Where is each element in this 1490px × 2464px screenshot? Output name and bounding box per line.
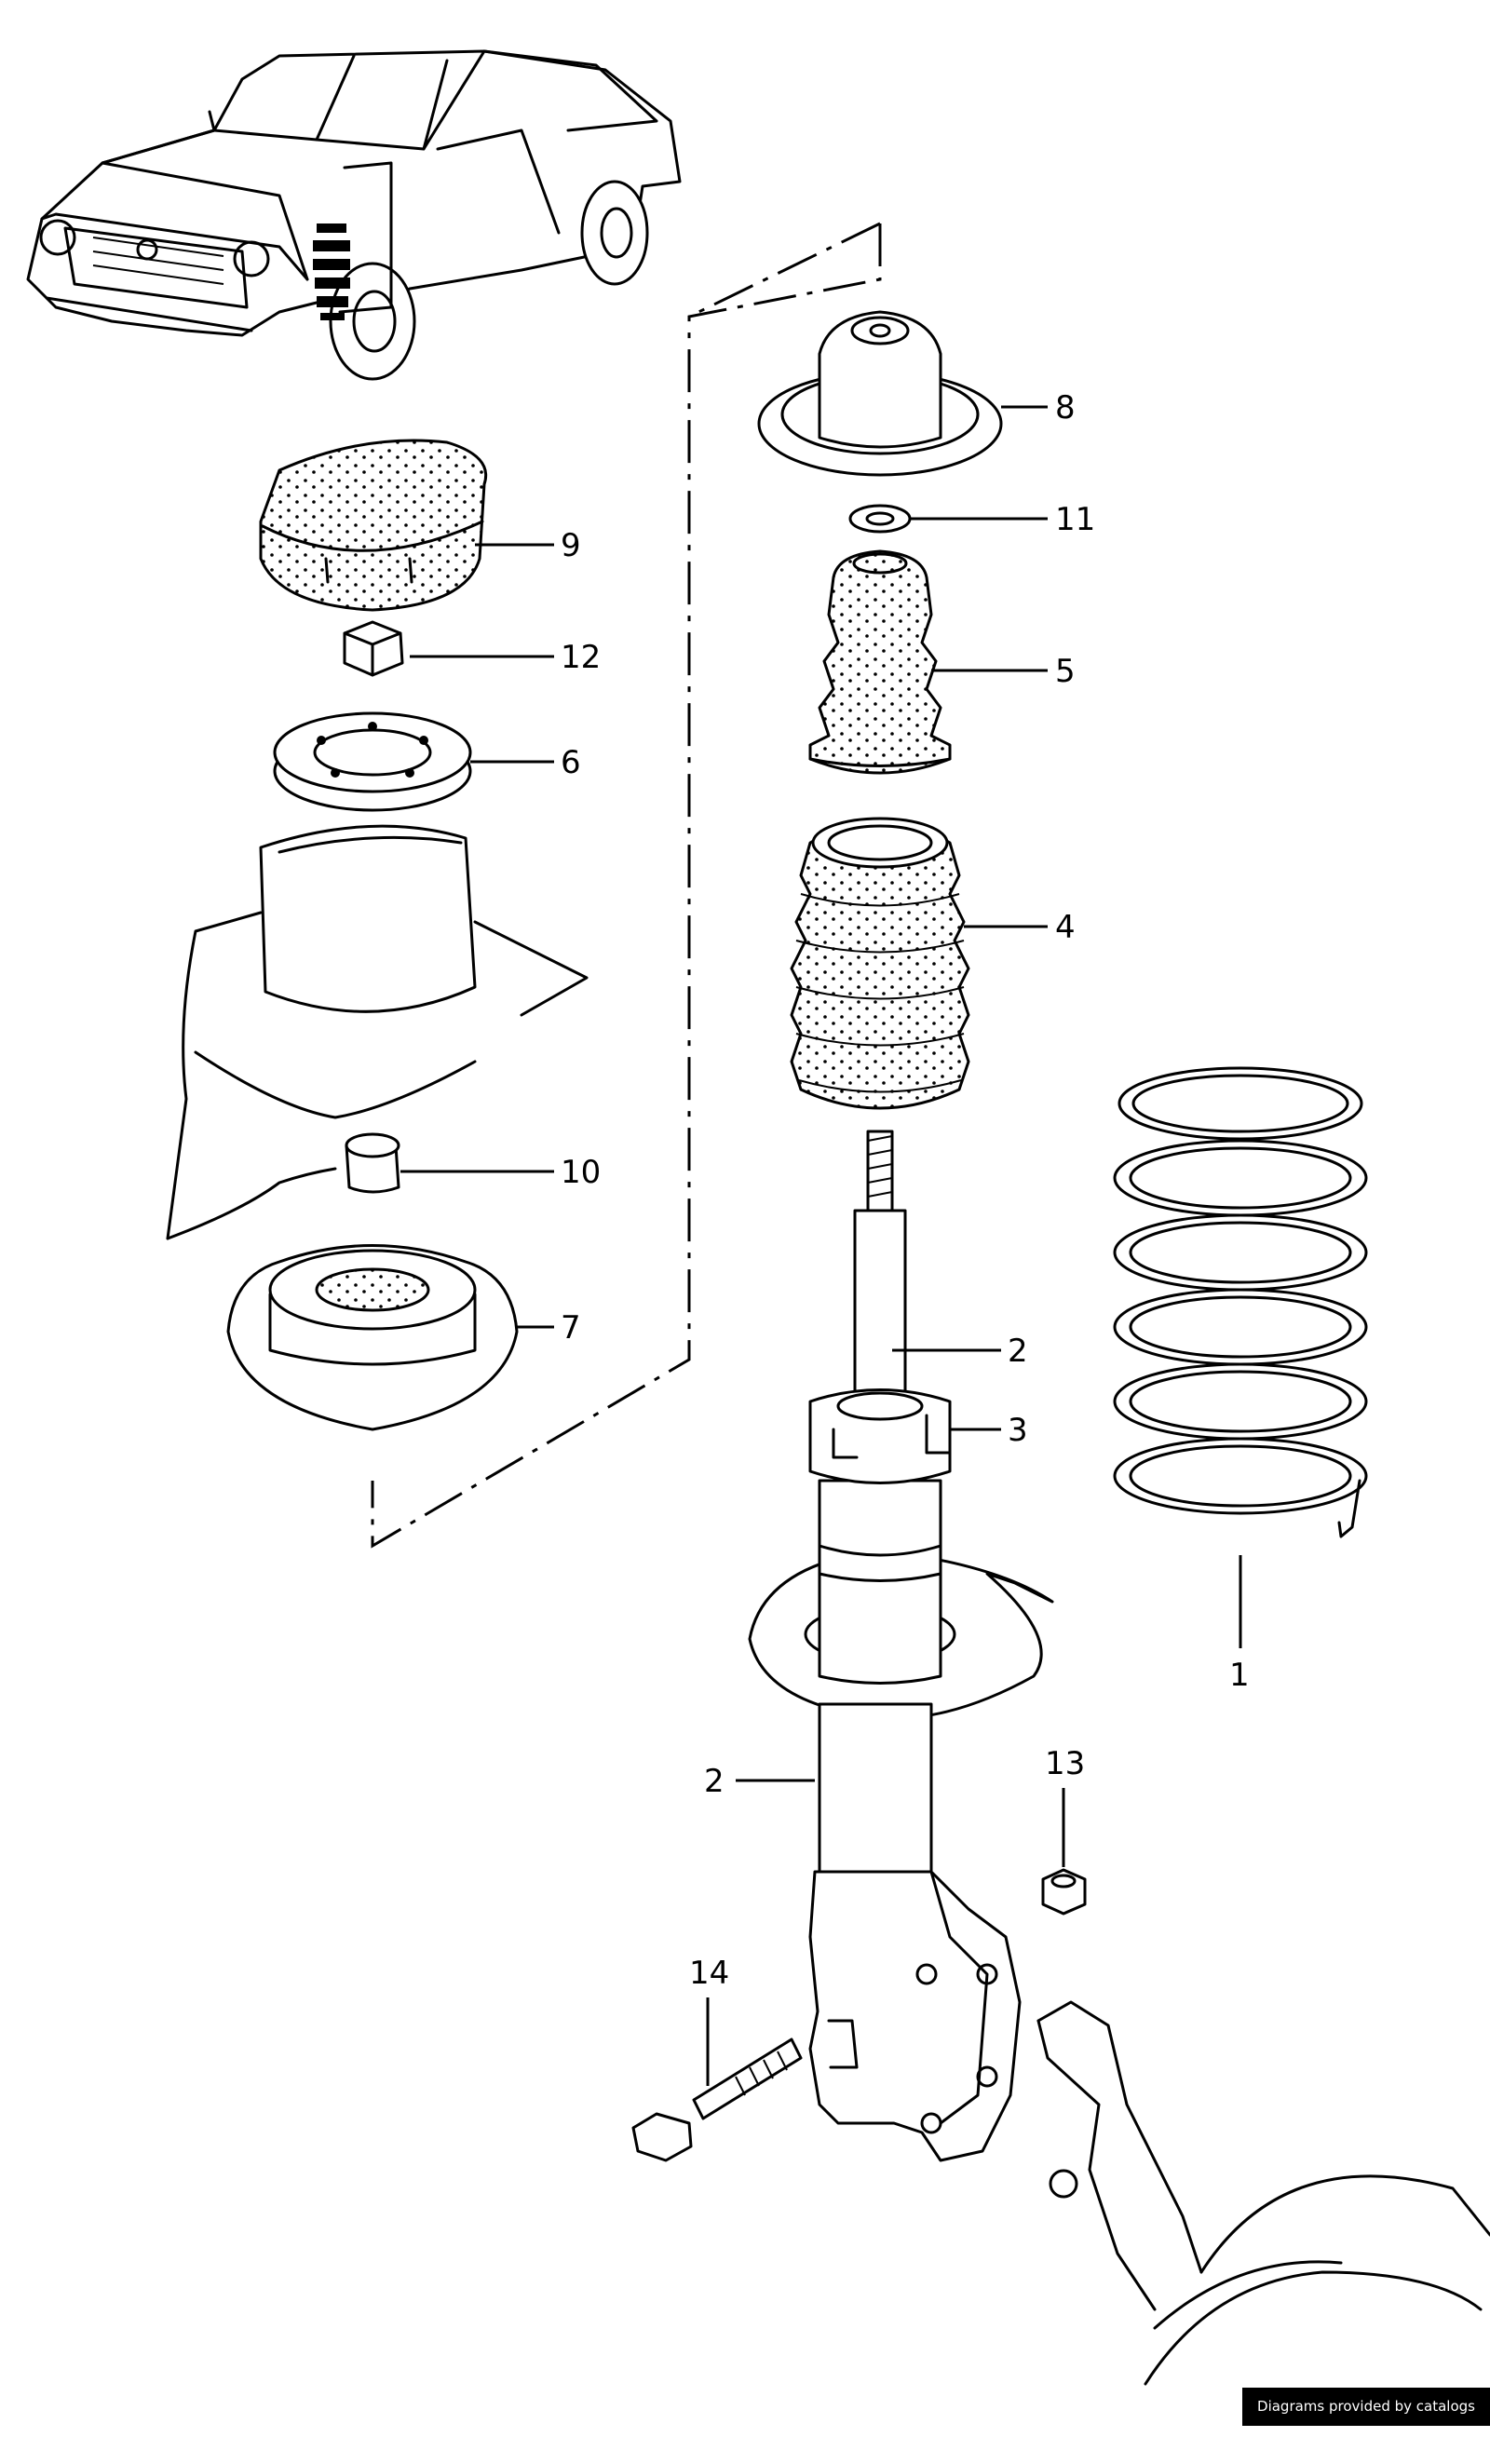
callout-13: 13 — [1045, 1745, 1085, 1782]
part-1-coil-spring — [1113, 1066, 1368, 1538]
callout-2-body: 2 — [704, 1763, 725, 1800]
part-14-bolt — [631, 2038, 803, 2162]
callout-3: 3 — [1008, 1412, 1028, 1449]
diagram-credit-badge: Diagrams provided by catalogs parts — [1242, 2388, 1490, 2453]
callout-4: 4 — [1055, 909, 1076, 946]
part-10-bushing — [345, 1132, 400, 1194]
part-9-cap — [259, 439, 487, 612]
part-8-top-cup — [757, 310, 1003, 477]
callout-8: 8 — [1055, 389, 1076, 426]
part-13-nut — [1041, 1868, 1087, 1916]
callout-12: 12 — [561, 639, 601, 676]
assembly-group-bracket — [371, 222, 882, 1549]
callout-1: 1 — [1229, 1657, 1250, 1694]
callout-10: 10 — [561, 1154, 601, 1191]
callout-2-rod: 2 — [1008, 1333, 1028, 1370]
callout-14: 14 — [689, 1955, 729, 1992]
part-5-bump-stop — [808, 549, 952, 775]
callout-9: 9 — [561, 527, 581, 564]
part-11-washer — [848, 504, 912, 534]
part-4-boot — [790, 817, 970, 1110]
callout-numbers: 1 2 2 3 4 5 6 7 8 9 10 11 12 13 14 — [561, 389, 1250, 1992]
part-3-buffer — [808, 1388, 952, 1484]
car-illustration — [26, 49, 682, 381]
part-2-shock-absorber — [748, 1130, 1054, 2162]
callout-5: 5 — [1055, 653, 1076, 690]
part-12-nut — [343, 620, 404, 677]
strut-location-marker — [313, 223, 350, 320]
callout-7: 7 — [561, 1309, 581, 1347]
part-7-lower-mount — [226, 1244, 519, 1431]
part-6-mounting-plate — [273, 711, 472, 812]
strut-tower-body-panel — [166, 824, 589, 1240]
callout-6: 6 — [561, 744, 581, 781]
callout-leader-lines — [400, 405, 1242, 2086]
callout-11: 11 — [1055, 501, 1095, 538]
steering-knuckle-and-disc — [1036, 2000, 1490, 2386]
